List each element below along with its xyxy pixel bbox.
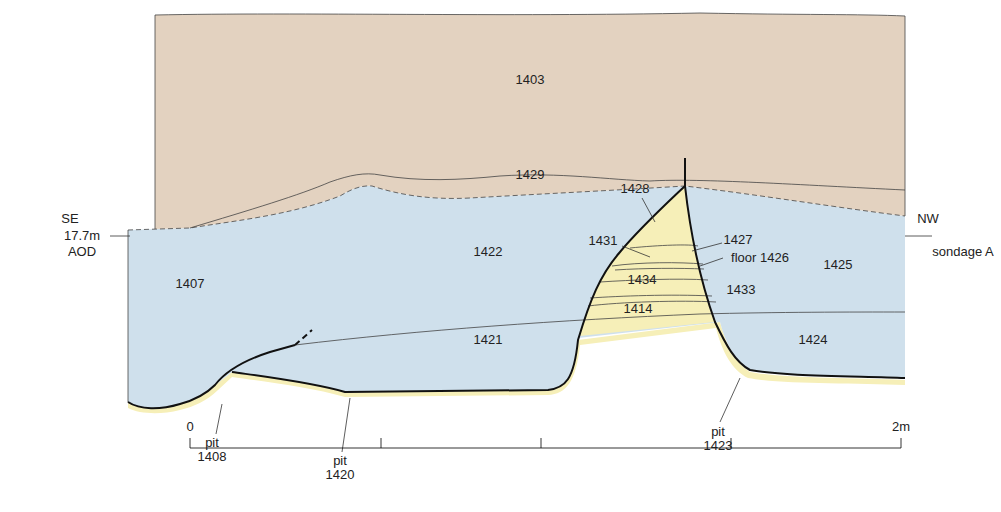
pit-label: pit 1423 [704,425,733,454]
context-number: 1414 [624,302,653,316]
context-number: 1429 [516,168,545,182]
context-number: 1433 [727,283,756,297]
scale-label: 2m [892,420,910,434]
context-number: 1428 [621,182,650,196]
context-number: 1422 [474,245,503,259]
pit-fill [580,186,715,336]
context-number: 1425 [824,258,853,272]
scale-label: 0 [186,420,193,434]
compass-label: SE [61,212,78,226]
datum-label: 17.7m [64,229,100,243]
context-number: 1421 [474,333,503,347]
context-number: 1427 [724,233,753,247]
topsoil [155,13,905,229]
context-number: 1424 [799,333,828,347]
context-number: 1407 [176,277,205,291]
context-number: 1434 [628,273,657,287]
context-number: 1403 [516,73,545,87]
pit-label: pit 1420 [326,454,355,483]
compass-label: NW [917,212,939,226]
area-label: sondage A [932,245,993,259]
pit-label: pit 1408 [198,436,227,465]
datum-label: AOD [68,245,96,259]
context-number: 1431 [589,234,618,248]
context-number: floor 1426 [731,251,789,265]
